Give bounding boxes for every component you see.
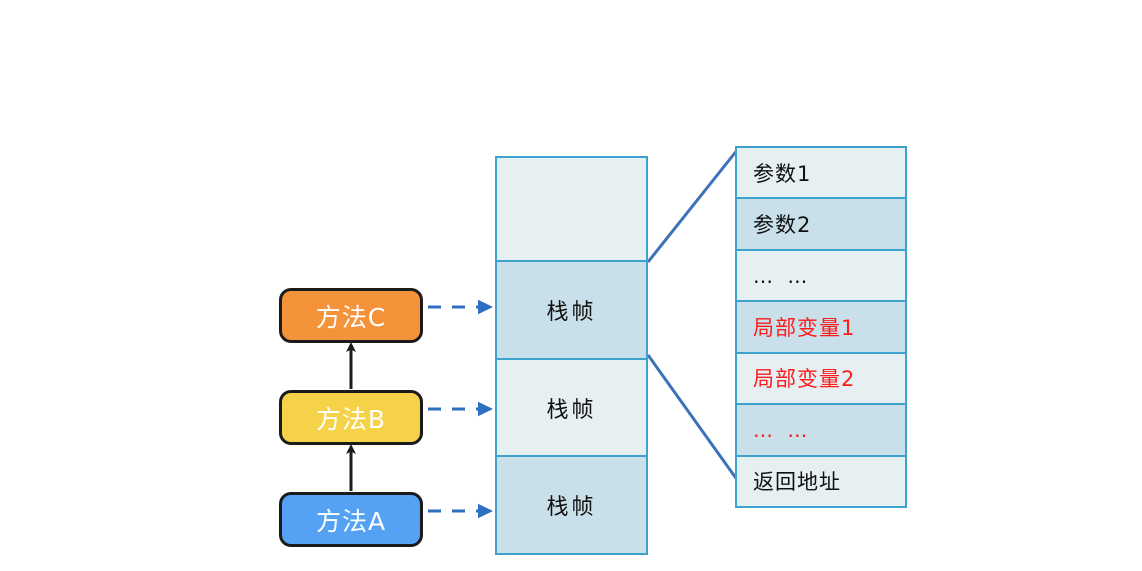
frame-detail-row-local-var-1-label: 局部变量1 — [753, 315, 856, 340]
frame-detail-row-local-var-2: 局部变量2 — [735, 351, 907, 406]
frame-detail-row-return-address: 返回地址 — [735, 454, 907, 508]
stack-cell-frame-a[interactable]: 栈帧 — [495, 455, 648, 556]
method-box-c[interactable]: 方法C — [279, 288, 423, 343]
method-box-a-label: 方法A — [315, 506, 387, 536]
method-box-a[interactable]: 方法A — [279, 492, 423, 547]
stack-cell-frame-b[interactable]: 栈帧 — [495, 357, 648, 458]
frame-detail-panel: 参数1 参数2 … … 局部变量1 局部变量2 … … 返回地址 — [735, 146, 907, 508]
frame-detail-row-param-2: 参数2 — [735, 197, 907, 251]
frame-detail-row-param-1-label: 参数1 — [753, 161, 812, 186]
stack-cell-frame-c-label: 栈帧 — [546, 299, 597, 325]
leader-line-top — [646, 148, 740, 263]
stack-cell-frame-c[interactable]: 栈帧 — [495, 260, 648, 360]
frame-detail-row-params-ellipsis-label: … … — [753, 263, 812, 288]
stack-cell-frame-a-label: 栈帧 — [546, 495, 597, 521]
frame-detail-row-param-2-label: 参数2 — [753, 213, 812, 238]
frame-detail-row-local-vars-ellipsis-label: … … — [753, 417, 812, 442]
method-box-b-label: 方法B — [315, 404, 387, 434]
frame-detail-row-local-vars-ellipsis: … … — [735, 403, 907, 457]
method-box-b[interactable]: 方法B — [279, 390, 423, 445]
frame-detail-row-local-var-1: 局部变量1 — [735, 300, 907, 354]
frame-detail-row-local-var-2-label: 局部变量2 — [753, 367, 856, 392]
stack-cell-frame-b-label: 栈帧 — [546, 397, 597, 423]
method-box-c-label: 方法C — [315, 302, 387, 332]
frame-detail-row-param-1: 参数1 — [735, 146, 907, 200]
leader-line-bottom — [646, 354, 740, 482]
stack-cell-empty — [495, 156, 648, 262]
frame-detail-row-params-ellipsis: … … — [735, 248, 907, 303]
frame-detail-row-return-address-label: 返回地址 — [753, 470, 841, 495]
stack-column: 栈帧 栈帧 栈帧 — [495, 156, 648, 556]
